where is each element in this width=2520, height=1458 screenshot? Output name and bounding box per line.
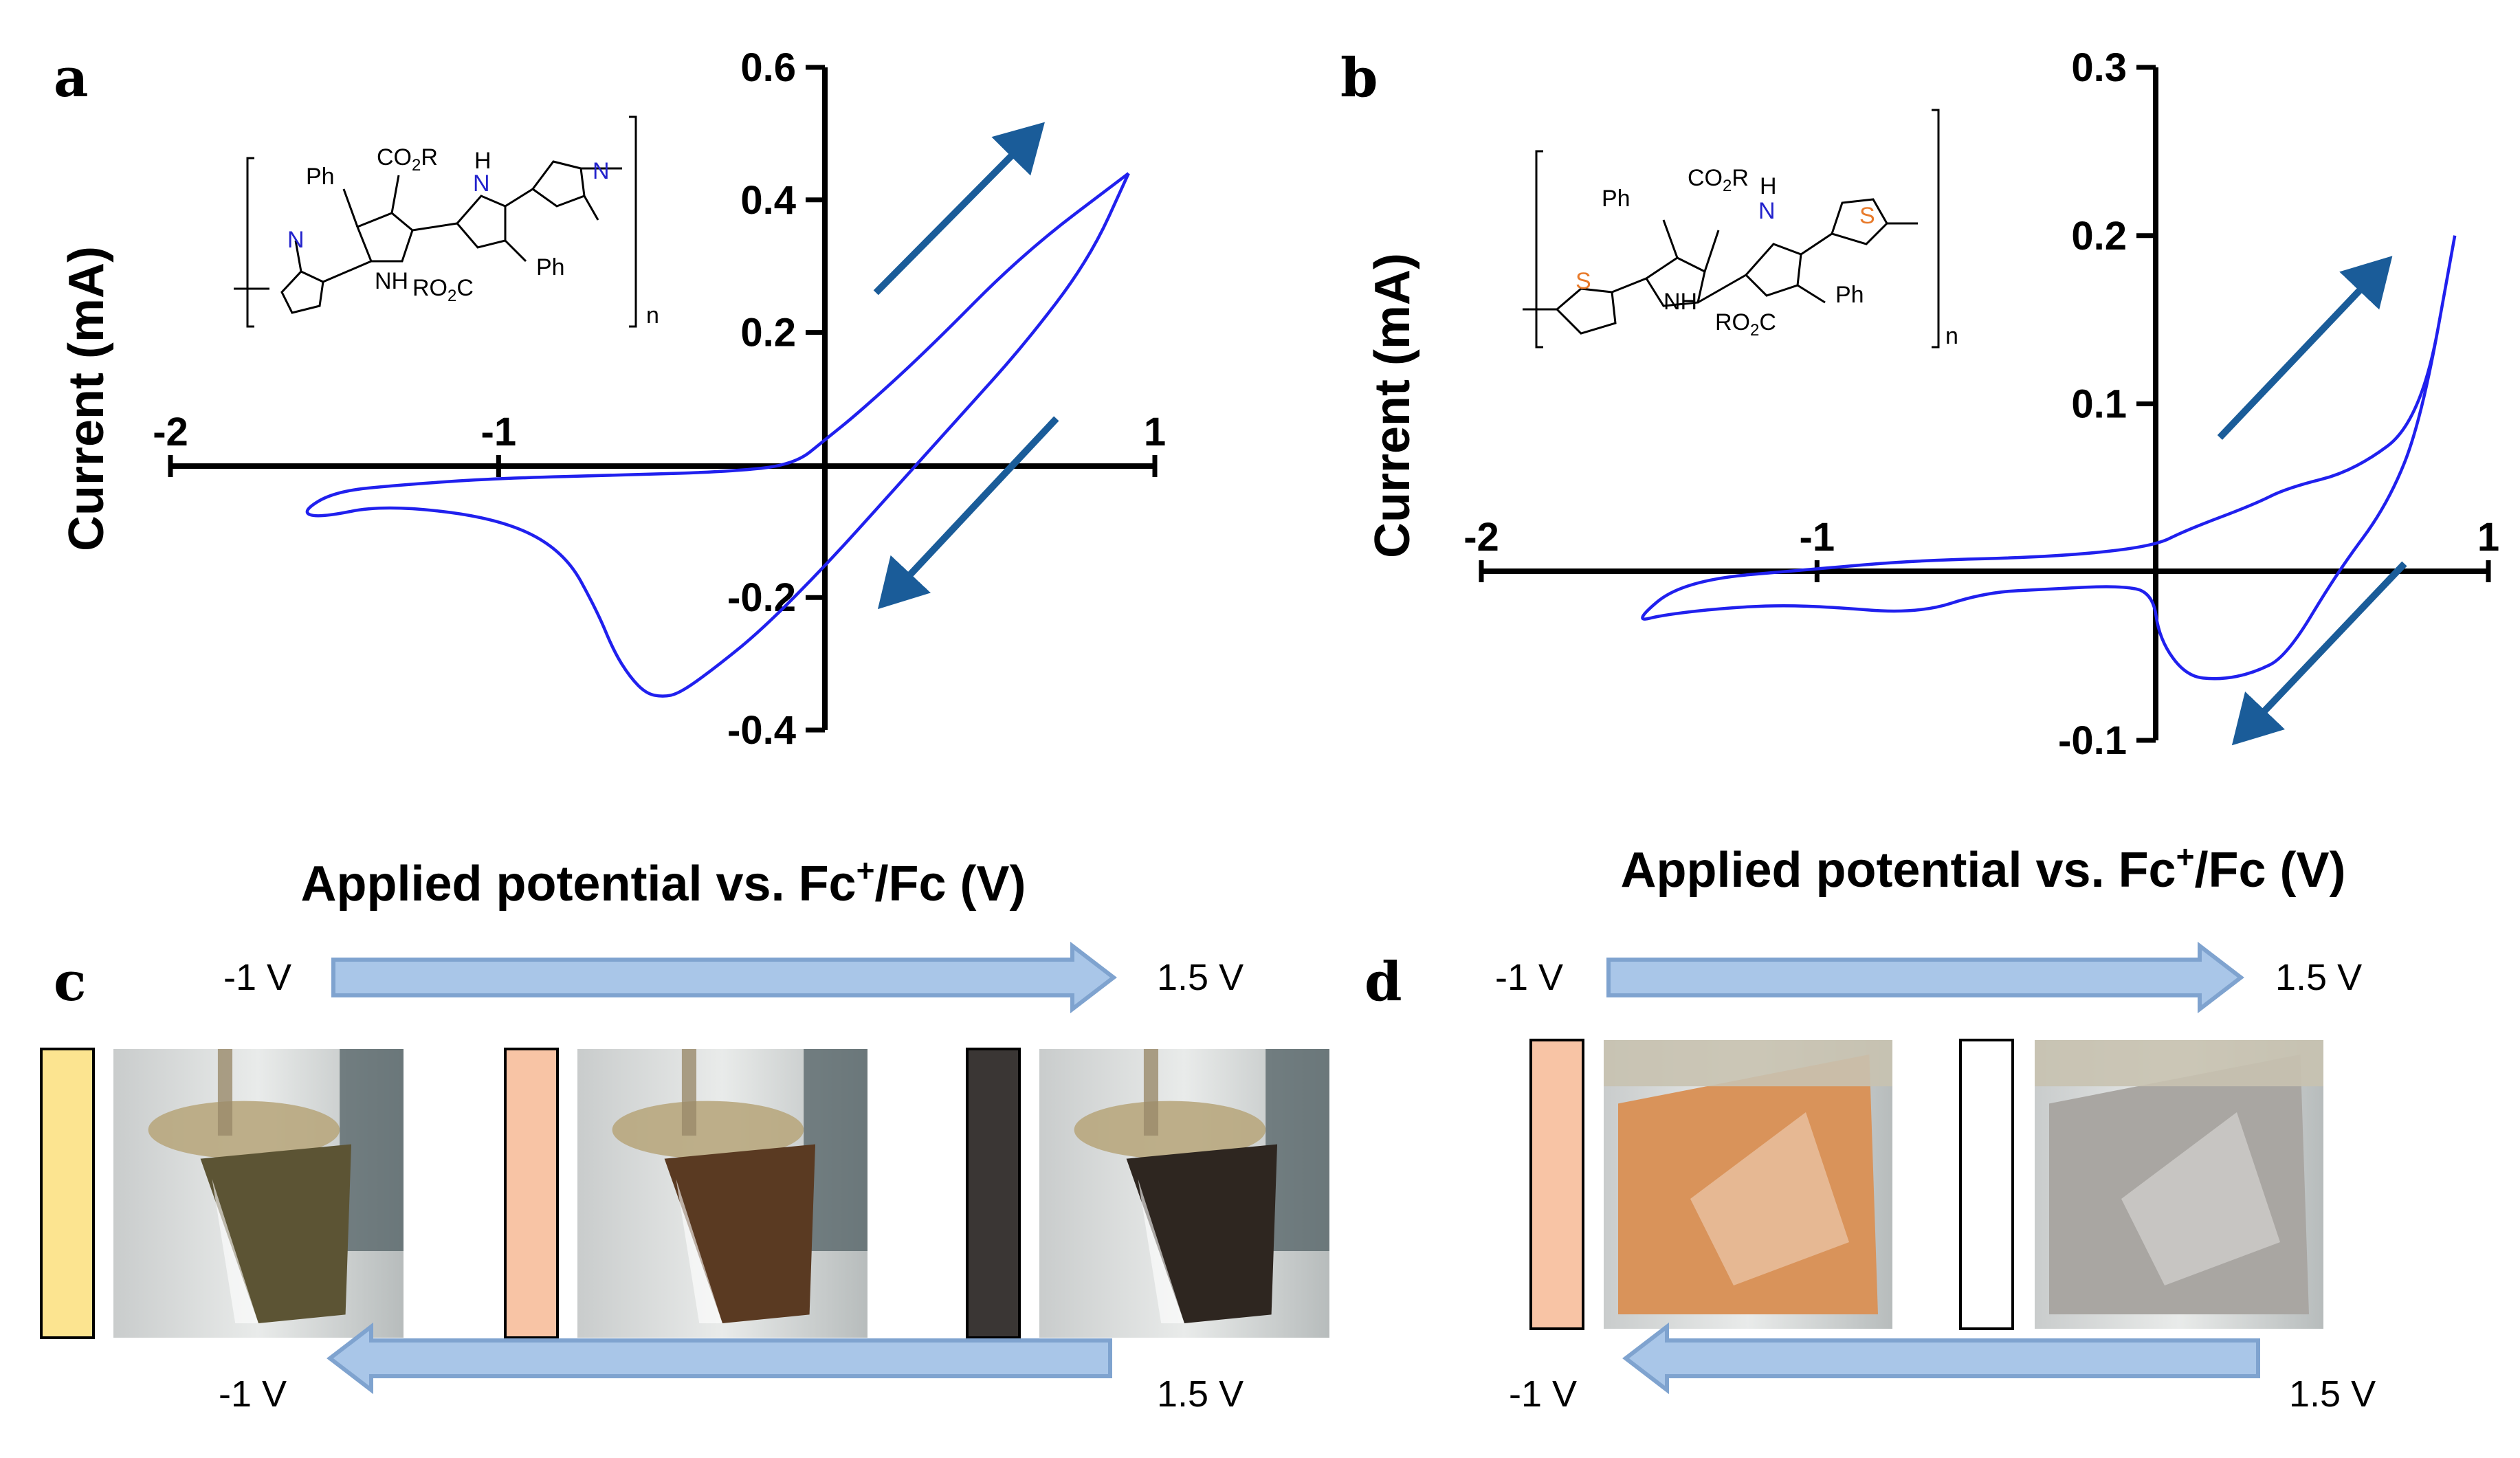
s-label-right: S	[1859, 203, 1875, 229]
x-tick-label: -2	[1463, 515, 1499, 560]
y-tick-label: -0.2	[727, 575, 796, 620]
polymer-structure-b	[1523, 109, 1940, 349]
co2r-label: CO2R	[1688, 165, 1749, 195]
film-yellow-state	[113, 1049, 404, 1338]
y-tick-label: 0.1	[2071, 382, 2127, 427]
ph-label: Ph	[306, 164, 335, 190]
color-swatch-dark	[966, 1048, 1021, 1339]
ro2c-label: RO2C	[1715, 309, 1776, 340]
y-axis-title: Current (mA)	[1365, 253, 1420, 558]
panel-label-d: d	[1364, 951, 1402, 1013]
s-label-left: S	[1576, 268, 1591, 294]
start-voltage-label: 1.5 V	[1157, 1373, 1244, 1415]
scan-direction-arrow	[873, 122, 1045, 296]
nh-label: NH	[1664, 289, 1697, 315]
y-axis-title: Current (mA)	[59, 246, 114, 551]
x-tick-label: 1	[2477, 515, 2499, 560]
x-axis-title: Applied potential vs. Fc+/Fc (V)	[1621, 839, 2346, 898]
y-tick-label: -0.1	[2058, 718, 2127, 763]
reverse-scan-arrow	[1622, 1322, 2260, 1395]
ph-label: Ph	[536, 254, 565, 280]
ph-label: Ph	[1602, 186, 1631, 212]
n-label-top: N	[473, 170, 490, 197]
start-voltage-label: -1 V	[1495, 957, 1563, 998]
repeat-n-label: n	[646, 302, 659, 329]
h-label: H	[1760, 173, 1777, 199]
forward-scan-arrow	[1606, 941, 2244, 1014]
ro2c-label: RO2C	[412, 275, 474, 305]
y-tick-label: 0.4	[740, 178, 796, 223]
start-voltage-label: -1 V	[223, 957, 291, 998]
panel-label-c: c	[54, 951, 87, 1013]
start-voltage-label: 1.5 V	[2289, 1373, 2376, 1415]
scan-direction-arrow	[877, 416, 1059, 610]
film-dark-state	[1039, 1049, 1329, 1338]
scan-direction-arrow	[2217, 256, 2393, 440]
reverse-scan-arrow	[327, 1322, 1112, 1395]
y-tick-label: 0.6	[740, 45, 796, 90]
panel-label-b: b	[1340, 47, 1378, 109]
cv-curve	[305, 172, 1130, 698]
polymer-structure-a	[234, 115, 637, 328]
n-label-top: N	[1758, 198, 1776, 224]
color-swatch-orange	[1529, 1039, 1584, 1330]
repeat-n-label: n	[1945, 323, 1958, 349]
film-orange-state	[577, 1049, 867, 1338]
panel-d-photos: -1 V 1.5 V 1.5 V -1 V	[1495, 941, 2376, 1415]
x-tick-label: 1	[1144, 410, 1166, 454]
chart-b: -2 -1 1 0.3 0.2 0.1 -0.1 Current (mA) Applied …	[1365, 45, 2499, 898]
x-tick-label: -1	[481, 410, 517, 454]
h-label: H	[474, 148, 491, 174]
chart-a: -2 -1 1 0.6 0.4 0.2 -0.2 -0.4 Current (mA) Appl…	[59, 45, 1166, 912]
end-voltage-label: 1.5 V	[2275, 957, 2362, 998]
forward-scan-arrow	[331, 941, 1117, 1014]
panel-c-photos: -1 V 1.5 V 1.5 V -1 V	[40, 941, 1329, 1415]
y-tick-label: 0.2	[2071, 214, 2127, 258]
x-axis-title: Applied potential vs. Fc+/Fc (V)	[301, 852, 1026, 912]
film-bleached-state	[2035, 1040, 2323, 1329]
film-orange-state	[1604, 1040, 1892, 1329]
co2r-label: CO2R	[377, 144, 438, 175]
nh-label: NH	[375, 268, 408, 294]
end-voltage-label: -1 V	[1509, 1373, 1577, 1415]
color-swatch-yellow	[40, 1048, 95, 1339]
n-label-right: N	[593, 158, 610, 184]
color-swatch-white	[1959, 1039, 2014, 1330]
y-tick-label: -0.4	[727, 708, 796, 753]
n-label-left: N	[287, 227, 305, 253]
panel-label-a: a	[54, 47, 89, 109]
y-tick-label: 0.3	[2071, 45, 2127, 90]
color-swatch-orange	[504, 1048, 559, 1339]
end-voltage-label: -1 V	[219, 1373, 287, 1415]
x-tick-label: -1	[1800, 515, 1835, 560]
y-tick-label: 0.2	[740, 311, 796, 355]
scan-direction-arrow	[2231, 561, 2407, 746]
x-tick-label: -2	[153, 410, 188, 454]
cv-curve	[1641, 235, 2457, 681]
end-voltage-label: 1.5 V	[1157, 957, 1244, 998]
ph-label: Ph	[1835, 282, 1864, 308]
